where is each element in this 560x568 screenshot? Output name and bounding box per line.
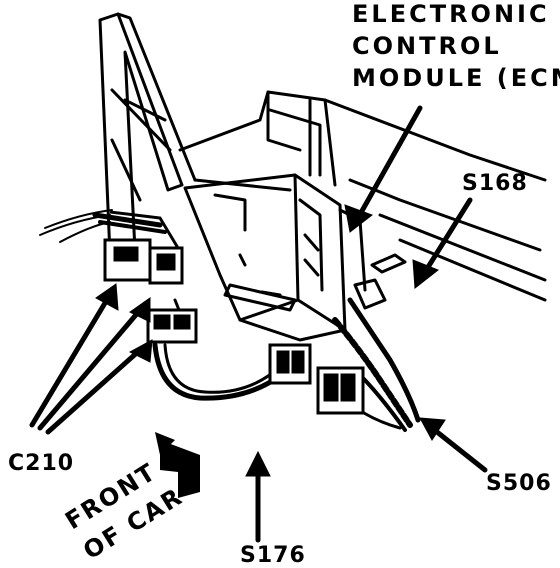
ecm-label-line1: ELECTRONIC (352, 0, 550, 28)
connector-ecm-right (316, 366, 365, 415)
wire-harness (39, 209, 421, 432)
c210-arrow-1 (29, 295, 111, 428)
callout-arrows (29, 105, 488, 543)
connector-upper-left (103, 210, 184, 285)
c210-arrow-2 (37, 307, 143, 431)
s168-arrow (422, 197, 473, 275)
s168-label: S168 (462, 171, 528, 196)
ecm-arrow (355, 105, 423, 221)
ecm-label-line2: CONTROL (352, 32, 502, 60)
ecm-label-line3: MODULE (ECM) (352, 64, 560, 92)
connector-ecm-lower (268, 343, 312, 385)
c210-label: C210 (8, 451, 74, 476)
connector-c210 (146, 308, 198, 344)
c210-arrow-3 (45, 347, 143, 435)
front-of-car-arrowhead (155, 432, 175, 455)
s506-label: S506 (486, 471, 552, 496)
front-of-car-arrow (160, 440, 200, 498)
s506-arrow (429, 425, 488, 473)
s176-label: S176 (240, 543, 306, 568)
